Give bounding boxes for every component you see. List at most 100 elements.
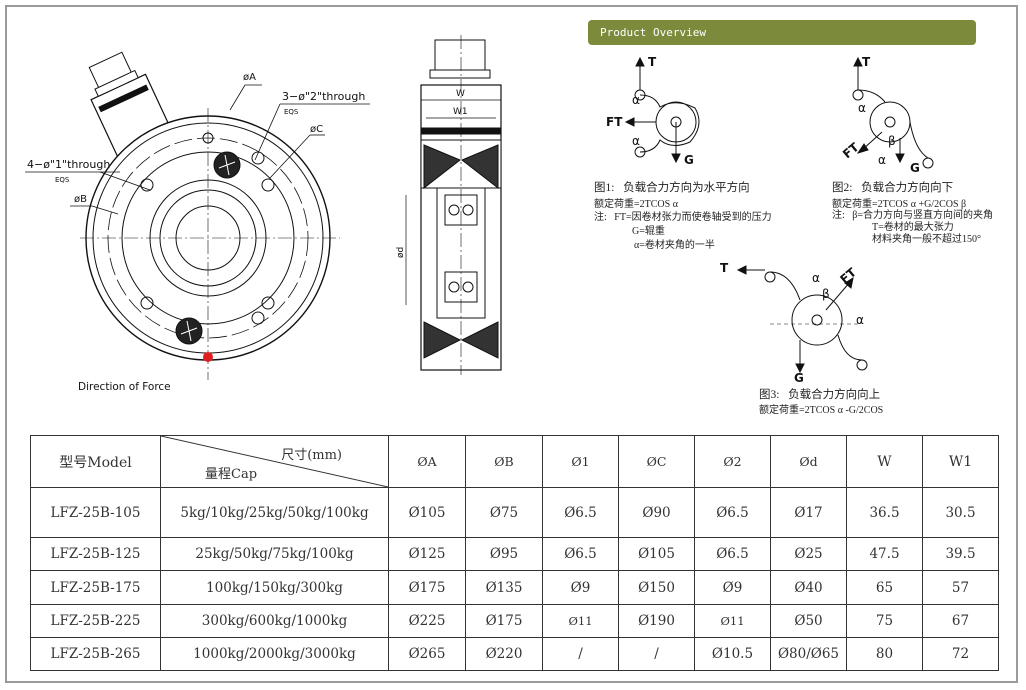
fig3-title: 图3: 负载合力方向向上 [759, 389, 881, 401]
label-T: T [720, 261, 729, 275]
header-col: ØA [388, 435, 466, 488]
label-T: T [862, 55, 871, 69]
cell-capacity: 1000kg/2000kg/3000kg [160, 637, 389, 671]
cell-value: Ø265 [388, 637, 466, 671]
header-col: Ø1 [542, 435, 619, 488]
cell-value: 72 [922, 637, 999, 671]
figure-3-diagram [736, 265, 868, 374]
fig1-formula: 额定荷重=2TCOS α [594, 199, 678, 210]
label-alpha: α [632, 93, 640, 107]
label-FT: FT [837, 265, 859, 287]
table-header-row: 型号Model 尺寸(mm) 量程Cap ØA ØB Ø1 ØC Ø2 Ød W… [30, 435, 999, 488]
cell-model: LFZ-25B-105 [30, 487, 161, 538]
product-overview-banner: Product Overview [588, 20, 976, 45]
label-G: G [910, 161, 920, 175]
cell-value: Ø6.5 [542, 537, 619, 571]
cell-value: Ø50 [770, 604, 847, 638]
fig1-note1: 注: FT=因卷材张力而使卷轴受到的压力 [594, 212, 772, 223]
header-col: ØB [465, 435, 543, 488]
header-col: Ø2 [694, 435, 771, 488]
label-alpha: α [632, 134, 640, 148]
cell-value: Ø90 [618, 487, 695, 538]
header-model: 型号Model [30, 435, 161, 488]
front-view [25, 51, 370, 380]
header-col: Ød [770, 435, 847, 488]
cell-value: 39.5 [922, 537, 999, 571]
fig2-formula: 额定荷重=2TCOS α +G/2COS β [832, 199, 967, 210]
side-view [405, 35, 502, 375]
label-G: G [684, 153, 694, 167]
cell-model: LFZ-25B-125 [30, 537, 161, 571]
technical-drawing: øA øC øB 3−ø"2"through EQS 4−ø"1"through… [25, 35, 934, 393]
cell-value: Ø105 [618, 537, 695, 571]
cell-value: Ø220 [465, 637, 543, 671]
label-alpha: α [858, 101, 866, 115]
fig2-note2: T=卷材的最大张力 [872, 222, 954, 233]
spec-table: 型号Model 尺寸(mm) 量程Cap ØA ØB Ø1 ØC Ø2 Ød W… [30, 435, 999, 671]
cell-value: Ø25 [770, 537, 847, 571]
cell-value: Ø105 [388, 487, 466, 538]
cell-value: Ø11 [694, 604, 771, 638]
fig1-title: 图1: 负载合力方向为水平方向 [594, 182, 750, 194]
cell-value: Ø175 [465, 604, 543, 638]
cell-capacity: 100kg/150kg/300kg [160, 570, 389, 605]
cell-value: 57 [922, 570, 999, 605]
label-eqs: EQS [55, 176, 70, 184]
label-beta: β [888, 134, 896, 148]
cell-capacity: 25kg/50kg/75kg/100kg [160, 537, 389, 571]
header-size-cap: 尺寸(mm) 量程Cap [160, 435, 389, 488]
label-phiA: øA [243, 72, 256, 83]
cell-value: Ø135 [465, 570, 543, 605]
label-G: G [794, 371, 804, 385]
header-size: 尺寸(mm) [281, 448, 342, 463]
cell-value: Ø6.5 [694, 537, 771, 571]
label-beta: β [822, 287, 830, 301]
label-holes-1: 4−ø"1"through [27, 158, 110, 171]
cell-value: 80 [846, 637, 923, 671]
cell-value: 47.5 [846, 537, 923, 571]
cell-value: / [618, 637, 695, 671]
fig1-note2: G=辊重 [632, 226, 665, 237]
cell-model: LFZ-25B-225 [30, 604, 161, 638]
cell-value: Ø80/Ø65 [770, 637, 847, 671]
force-point-icon [203, 352, 213, 362]
cell-value: Ø6.5 [542, 487, 619, 538]
cell-value: / [542, 637, 619, 671]
label-alpha: α [812, 271, 820, 285]
label-phid: ød [396, 247, 406, 258]
direction-of-force-label: Direction of Force [78, 381, 171, 393]
cell-value: Ø150 [618, 570, 695, 605]
page-frame [5, 5, 1018, 683]
label-T: T [648, 55, 657, 69]
label-eqs: EQS [284, 108, 299, 116]
cell-value: Ø11 [542, 604, 619, 638]
label-holes-2: 3−ø"2"through [282, 90, 365, 103]
fig1-note3: α=卷材夹角的一半 [634, 240, 715, 251]
cell-value: Ø190 [618, 604, 695, 638]
cell-model: LFZ-25B-265 [30, 637, 161, 671]
cell-capacity: 5kg/10kg/25kg/50kg/100kg [160, 487, 389, 538]
label-alpha: α [856, 313, 864, 327]
cell-value: Ø75 [465, 487, 543, 538]
figure-1-diagram [624, 56, 700, 164]
header-col: W1 [922, 435, 999, 488]
figure-2-diagram [852, 56, 934, 169]
header-cap: 量程Cap [205, 467, 258, 482]
cell-capacity: 300kg/600kg/1000kg [160, 604, 389, 638]
cell-value: Ø9 [542, 570, 619, 605]
header-col: W [846, 435, 923, 488]
header-col: ØC [618, 435, 695, 488]
label-alpha: α [878, 153, 886, 167]
fig2-note1: 注: β=合力方向与竖直方向间的夹角 [832, 210, 994, 221]
cell-value: Ø40 [770, 570, 847, 605]
diagonal-divider [161, 436, 388, 487]
cell-value: 65 [846, 570, 923, 605]
label-phiB: øB [74, 194, 87, 205]
cell-value: 30.5 [922, 487, 999, 538]
cell-value: Ø125 [388, 537, 466, 571]
